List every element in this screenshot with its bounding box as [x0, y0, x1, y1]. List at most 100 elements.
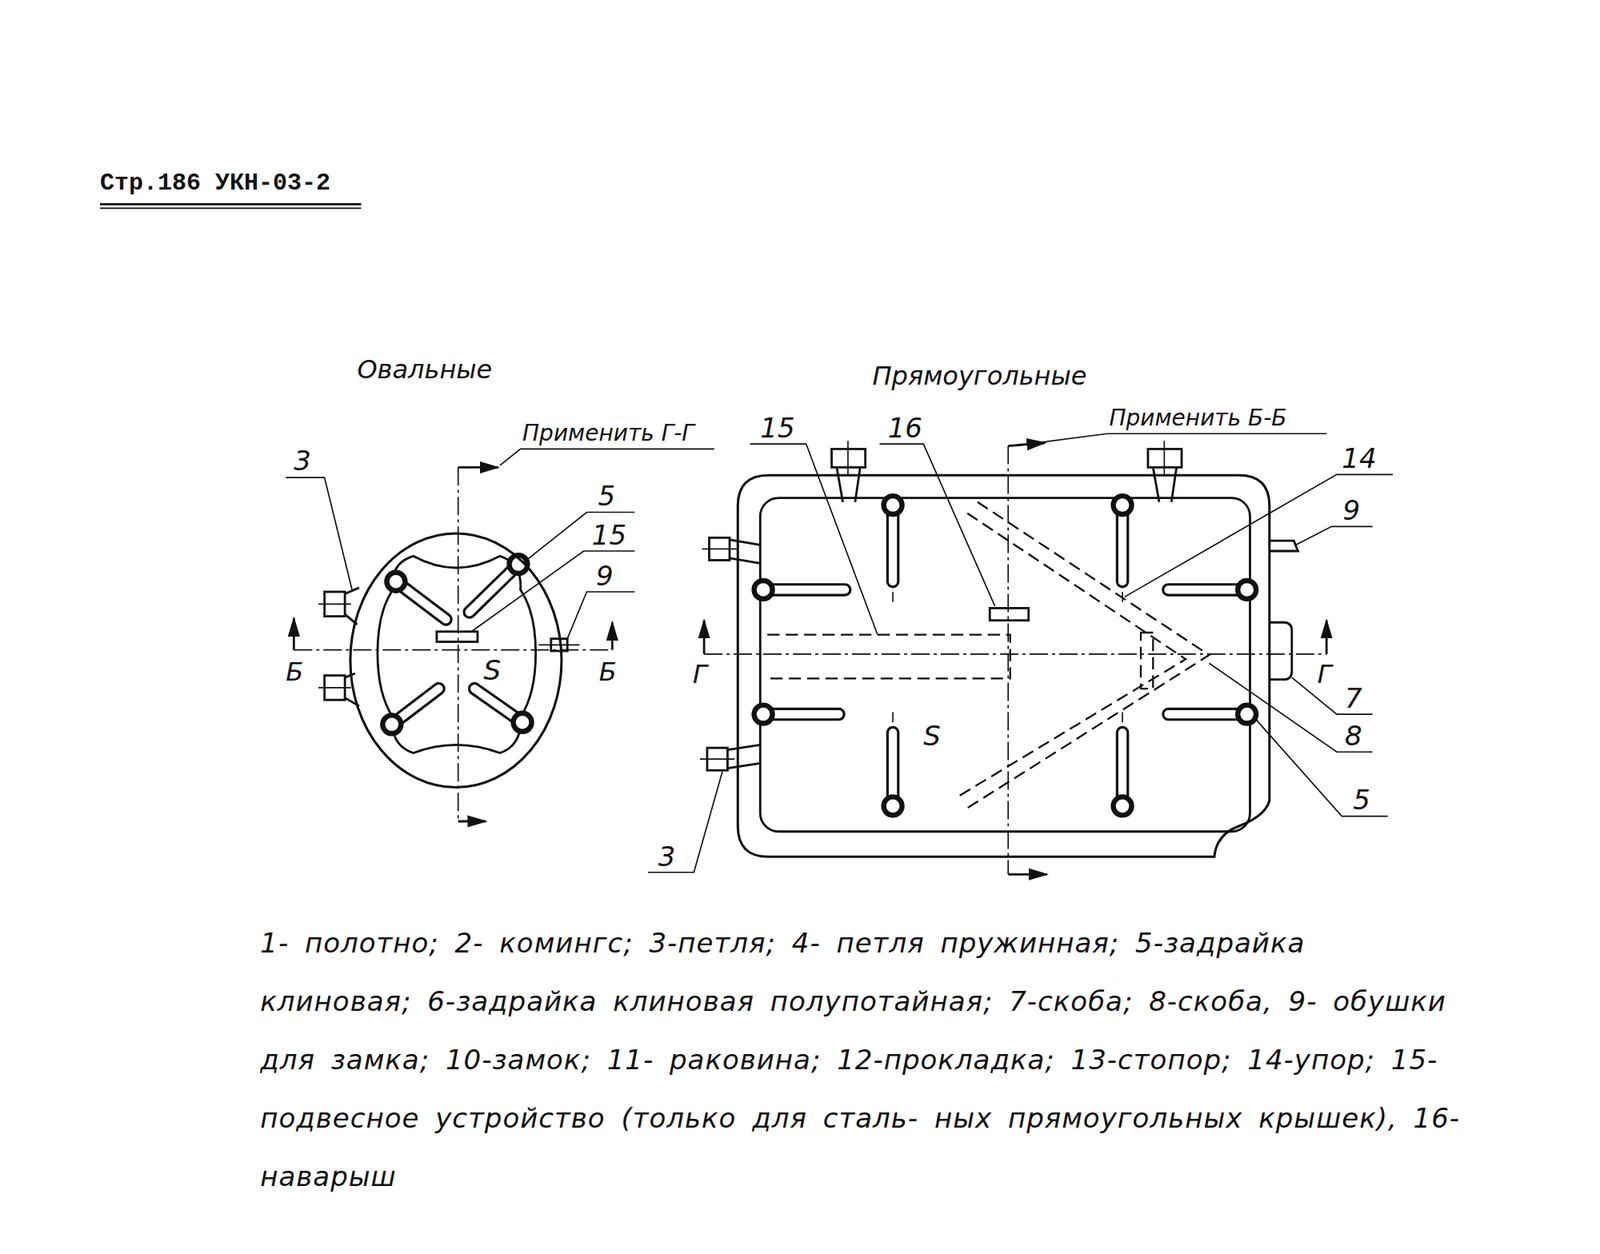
oval-cover-detail	[457, 467, 460, 822]
oval-cover-detail	[292, 618, 296, 651]
leader-line	[522, 512, 635, 564]
callout-number: 14	[1341, 444, 1376, 472]
view-heading: Овальные	[356, 356, 492, 383]
rect-cover-detail	[1152, 467, 1176, 502]
rect-cover-detail	[763, 583, 845, 597]
rect-cover-detail	[967, 502, 1209, 809]
cover-outline	[350, 532, 562, 788]
rect-cover-detail	[754, 705, 773, 724]
leader-line	[1020, 433, 1328, 445]
callout-number: 16	[888, 414, 923, 442]
section-letter: Б	[599, 659, 617, 685]
rect-cover-detail	[703, 620, 706, 655]
rect-cover-detail	[1113, 496, 1132, 515]
rect-cover-detail	[1168, 708, 1247, 722]
section-letter: Б	[285, 659, 304, 685]
title-underline	[100, 208, 362, 210]
rect-cover-detail	[1237, 580, 1256, 600]
callout-number: 9	[1343, 496, 1361, 524]
rect-cover-detail	[884, 496, 903, 515]
oval-cover-detail	[458, 466, 499, 469]
oval-cover-detail	[436, 632, 478, 643]
rect-cover-detail	[1168, 583, 1247, 597]
section-note: Применить Г-Г	[522, 422, 695, 445]
callout-number: 5	[597, 482, 616, 510]
callout-number: 9	[596, 562, 614, 590]
leader-line	[500, 448, 715, 465]
oval-cover-detail	[386, 572, 405, 592]
rect-cover-detail	[729, 540, 760, 564]
cover-outline	[736, 474, 1272, 860]
oval-cover-detail	[513, 713, 532, 732]
rect-cover-detail	[760, 498, 1250, 832]
rect-cover-detail	[1140, 632, 1153, 689]
section-note: Применить Б-Б	[1108, 407, 1287, 430]
rect-cover-detail	[1007, 446, 1009, 876]
rect-cover-detail	[767, 635, 1011, 680]
oval-cover-detail	[382, 715, 401, 734]
rect-cover-detail	[700, 758, 735, 760]
rect-cover-detail	[754, 580, 773, 600]
rect-cover-detail	[1168, 710, 1247, 719]
rect-cover-detail	[704, 653, 1327, 656]
oval-cover-detail	[538, 644, 580, 646]
oval-cover-detail	[611, 622, 614, 650]
callout-number: 7	[1344, 684, 1363, 712]
leader-line	[1208, 663, 1372, 752]
rect-cover-detail	[847, 440, 849, 476]
area-symbol: S	[923, 722, 941, 750]
callout-number: 3	[293, 447, 312, 475]
page-title: Стр.186 УКН-03-2	[100, 171, 331, 196]
rect-cover-detail	[836, 467, 860, 502]
rect-cover-detail	[1008, 873, 1047, 876]
rect-cover-detail	[989, 608, 1028, 620]
leader-line	[1124, 474, 1393, 597]
callout-number: 3	[658, 843, 676, 871]
rect-cover-detail	[892, 712, 894, 724]
parts-list: 1- полотно; 2- комингс; 3-петля; 4- петл…	[260, 914, 1469, 1207]
oval-cover-detail	[458, 820, 486, 824]
view-heading: Прямоугольные	[872, 363, 1088, 389]
rect-cover-detail	[1270, 540, 1298, 552]
leader-line	[1296, 526, 1373, 545]
section-letter: Г	[692, 661, 708, 688]
rect-cover-detail	[727, 744, 760, 768]
callout-number: 15	[592, 521, 627, 549]
rect-cover-detail	[1121, 712, 1124, 724]
leader-line	[285, 477, 352, 590]
leader-line	[567, 592, 635, 640]
oval-cover-detail	[377, 556, 536, 753]
rect-cover-detail	[1325, 620, 1328, 655]
rect-cover: S	[736, 474, 1272, 860]
leader-line	[648, 433, 1393, 872]
area-symbol: S	[484, 656, 502, 684]
leader-line	[1252, 716, 1388, 817]
rect-cover-detail	[1270, 622, 1292, 680]
oval-cover: S	[348, 532, 564, 789]
rect-cover-detail	[884, 796, 903, 816]
cover-outline	[737, 475, 1270, 857]
section-letter: Г	[1317, 661, 1332, 688]
rect-cover-detail	[892, 592, 894, 603]
oval-cover-detail	[318, 687, 352, 689]
rect-cover-detail	[700, 440, 1327, 875]
leader-line	[750, 444, 878, 636]
callout-number: 8	[1344, 722, 1363, 750]
callout-number: 5	[1352, 786, 1371, 814]
rect-cover-detail	[702, 548, 737, 551]
rect-cover-detail	[1237, 705, 1256, 724]
callout-number: 15	[760, 414, 795, 442]
cover-outline	[348, 532, 564, 789]
rect-cover-detail	[763, 585, 845, 594]
title-underline	[100, 203, 362, 206]
leader-line	[648, 771, 723, 872]
rect-cover-detail	[1168, 585, 1247, 594]
oval-cover-detail	[293, 649, 612, 652]
rect-cover-detail	[1113, 796, 1132, 816]
leader-line	[879, 444, 995, 607]
title-underline	[100, 204, 362, 208]
leader-line	[1292, 677, 1373, 715]
oval-cover-detail	[318, 603, 352, 605]
oval-cover-detail	[293, 467, 612, 822]
